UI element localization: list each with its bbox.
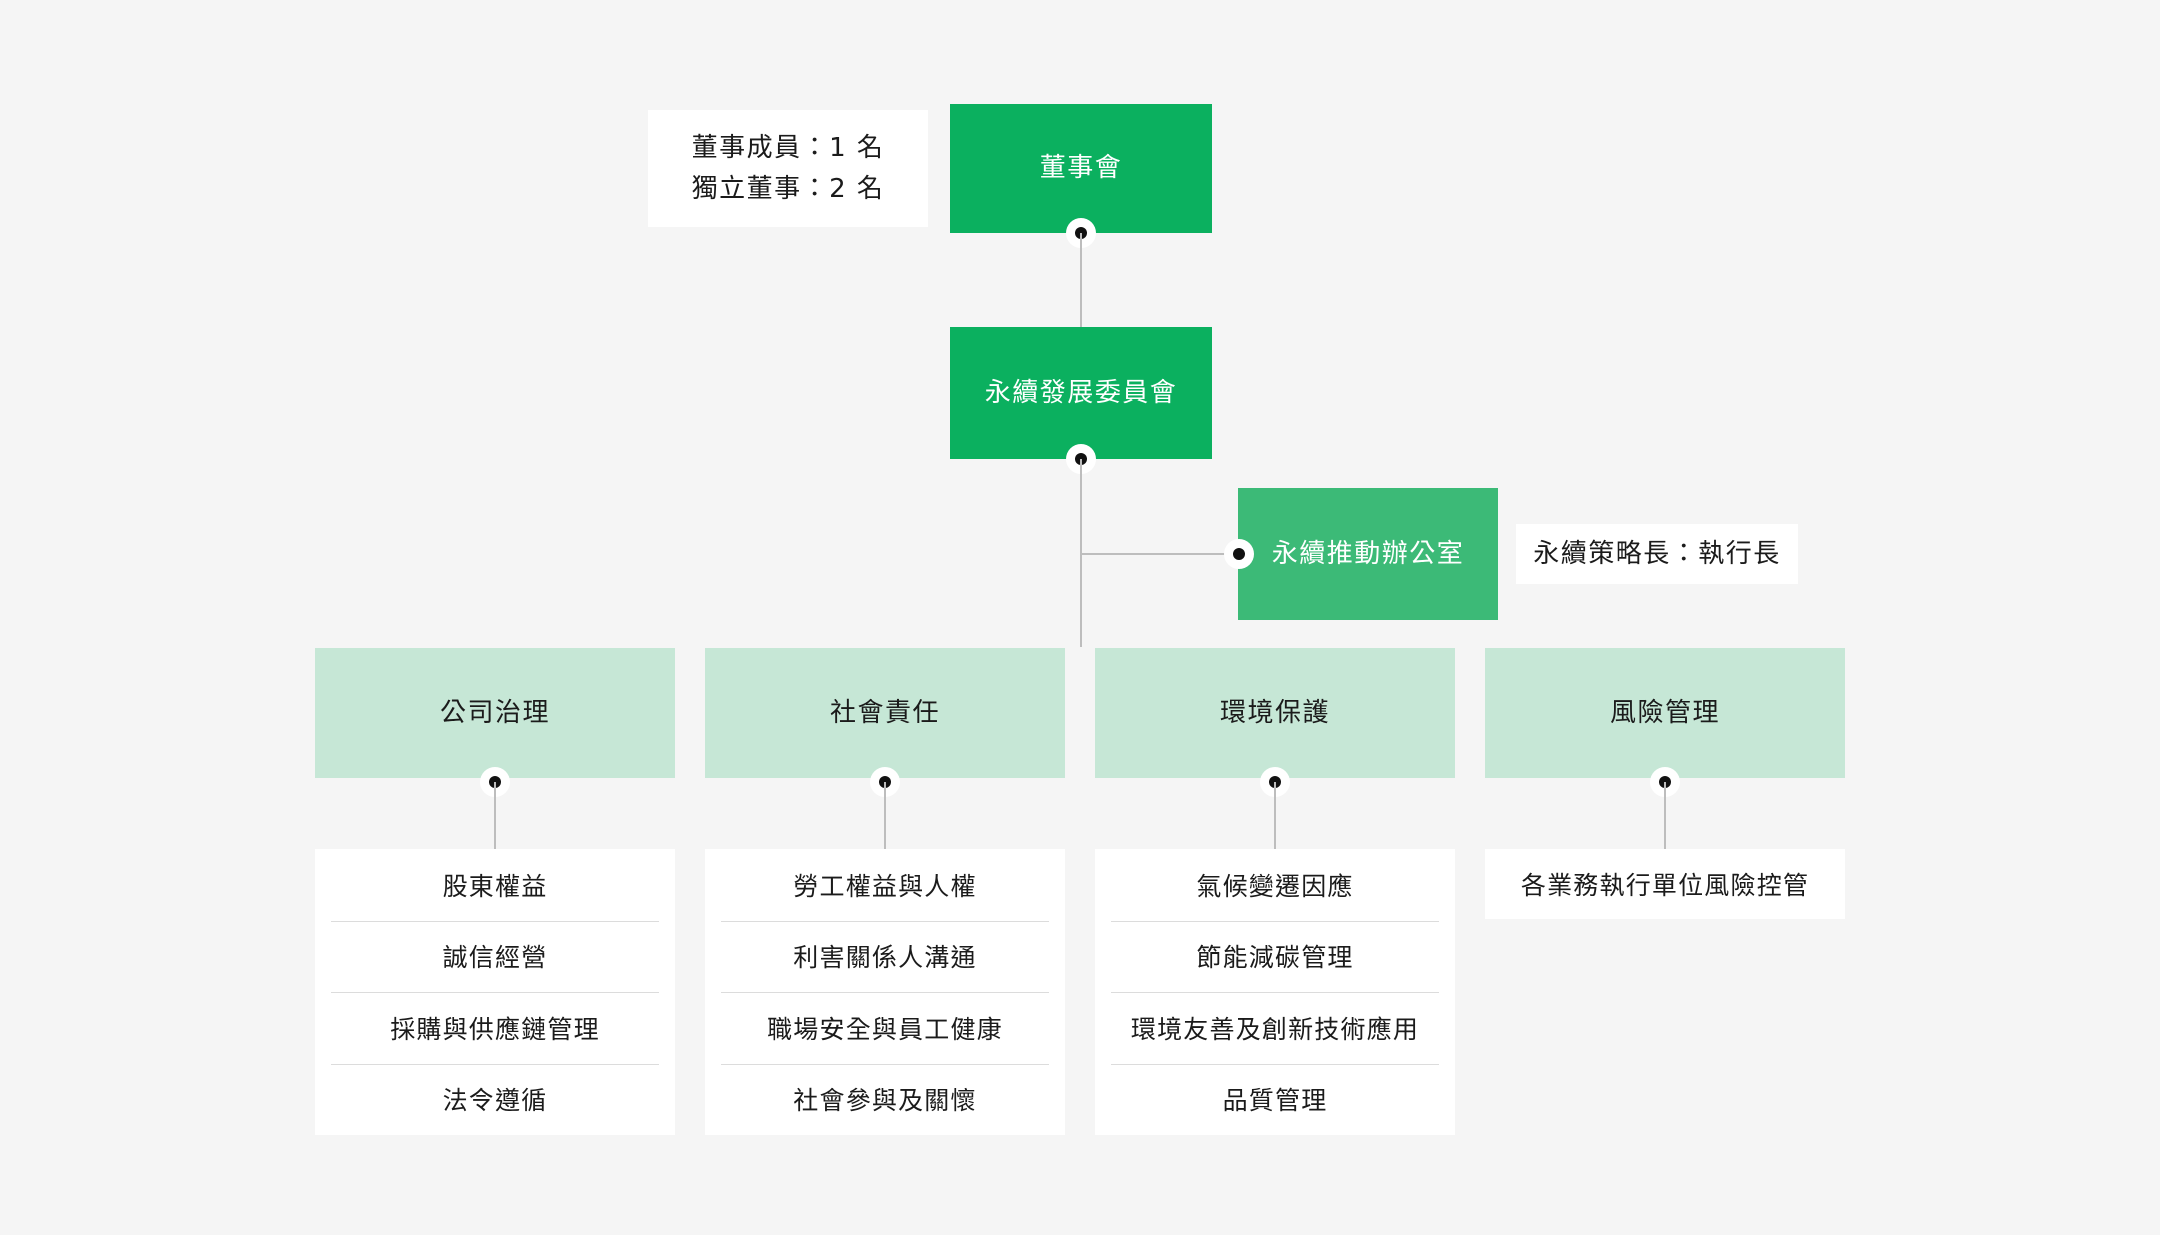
list-item[interactable]: 股東權益 bbox=[442, 871, 548, 901]
list-item[interactable]: 勞工權益與人權 bbox=[793, 871, 977, 901]
node-pillar-risk[interactable]: 風險管理 bbox=[1485, 648, 1845, 778]
sustainability-strategy-officer-note: 永續策略長：執行長 bbox=[1516, 524, 1798, 584]
list-item[interactable]: 品質管理 bbox=[1095, 1063, 1455, 1136]
list-item[interactable]: 社會參與及關懷 bbox=[705, 1063, 1065, 1136]
list-item[interactable]: 利害關係人溝通 bbox=[705, 920, 1065, 993]
node-sustainability-committee-label: 永續發展委員會 bbox=[984, 377, 1178, 408]
node-pillar-social-label: 社會責任 bbox=[829, 697, 940, 728]
node-pillar-governance[interactable]: 公司治理 bbox=[315, 648, 675, 778]
list-item[interactable]: 各業務執行單位風險控管 bbox=[1520, 871, 1810, 900]
list-item[interactable]: 節能減碳管理 bbox=[1095, 920, 1455, 993]
list-item[interactable]: 環境友善及創新技術應用 bbox=[1095, 992, 1455, 1064]
connector-stem-social bbox=[884, 782, 886, 849]
list-card-environment: 氣候變遷因應 節能減碳管理 環境友善及創新技術應用 品質管理 bbox=[1095, 849, 1455, 1135]
list-card-social: 勞工權益與人權 利害關係人溝通 職場安全與員工健康 社會參與及關懷 bbox=[705, 849, 1065, 1135]
connector-stem-environment bbox=[1274, 782, 1276, 849]
connector-stem-risk bbox=[1664, 782, 1666, 849]
list-item[interactable]: 氣候變遷因應 bbox=[1196, 871, 1354, 901]
connector-stem-governance bbox=[494, 782, 496, 849]
list-card-governance: 股東權益 誠信經營 採購與供應鏈管理 法令遵循 bbox=[315, 849, 675, 1135]
connector-board-to-committee bbox=[1080, 233, 1082, 327]
node-pillar-governance-label: 公司治理 bbox=[439, 697, 550, 728]
node-pillar-environment[interactable]: 環境保護 bbox=[1095, 648, 1455, 778]
node-board-of-directors-label: 董事會 bbox=[1039, 153, 1123, 184]
node-sustainability-committee[interactable]: 永續發展委員會 bbox=[950, 327, 1212, 459]
list-card-risk: 各業務執行單位風險控管 bbox=[1485, 849, 1845, 919]
list-item[interactable]: 法令遵循 bbox=[315, 1063, 675, 1136]
list-item[interactable]: 採購與供應鏈管理 bbox=[315, 992, 675, 1064]
independent-director-count: 獨立董事：2 名 bbox=[691, 173, 885, 204]
node-pillar-environment-label: 環境保護 bbox=[1219, 697, 1330, 728]
node-sustainability-office[interactable]: 永續推動辦公室 bbox=[1238, 488, 1498, 620]
board-member-count: 董事成員：1 名 bbox=[691, 133, 885, 164]
board-composition-note: 董事成員：1 名 獨立董事：2 名 bbox=[648, 110, 928, 227]
node-sustainability-office-label: 永續推動辦公室 bbox=[1271, 538, 1465, 569]
sustainability-strategy-officer-label: 永續策略長：執行長 bbox=[1533, 538, 1781, 569]
list-item[interactable]: 誠信經營 bbox=[315, 920, 675, 993]
node-pillar-social[interactable]: 社會責任 bbox=[705, 648, 1065, 778]
list-item[interactable]: 職場安全與員工健康 bbox=[705, 992, 1065, 1064]
connector-dot-office bbox=[1224, 539, 1254, 569]
connector-committee-to-office bbox=[1080, 553, 1240, 555]
node-pillar-risk-label: 風險管理 bbox=[1609, 697, 1720, 728]
node-board-of-directors[interactable]: 董事會 bbox=[950, 104, 1212, 233]
